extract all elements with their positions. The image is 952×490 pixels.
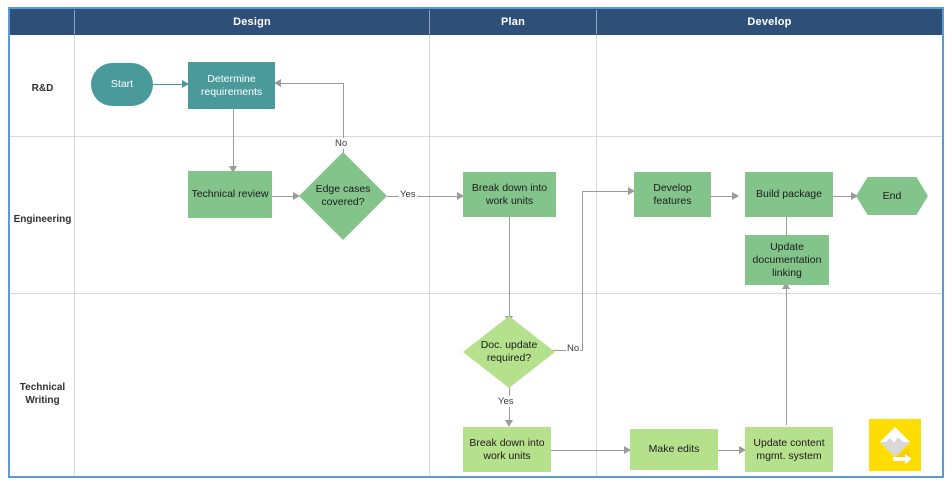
node-start[interactable]: Start (91, 63, 153, 106)
node-break-down-work-units-tw[interactable]: Break down into work units (463, 427, 551, 472)
arrowhead (504, 420, 513, 427)
connector-build-end (833, 196, 856, 198)
lane-label-rnd: R&D (31, 83, 54, 94)
column-header-develop: Develop (747, 16, 792, 28)
node-update-content-mgmt-system[interactable]: Update content mgmt. system (745, 427, 833, 472)
connector-determine-techreview (233, 109, 235, 171)
column-header-design: Design (233, 16, 271, 28)
arrowhead (628, 186, 635, 195)
column-divider (74, 35, 75, 476)
lane-label-engineering: Engineering (13, 214, 72, 225)
arrowhead (228, 166, 237, 173)
connector-docupdate-no-to-develop (582, 191, 634, 193)
node-technical-review[interactable]: Technical review (188, 171, 272, 218)
doc-label-yes: Yes (497, 396, 515, 407)
connector-breakdown-docupdate (509, 217, 511, 321)
arrowhead (781, 282, 790, 289)
connector-breakdowntw-makeedits (551, 450, 630, 452)
connector-techreview-edgecases (272, 196, 299, 198)
node-develop-features[interactable]: Develop features (634, 172, 711, 217)
lane-divider (10, 293, 942, 294)
lane-divider (10, 136, 942, 137)
column-divider (596, 35, 597, 476)
node-doc-update-required[interactable]: Doc. update required? (463, 316, 555, 388)
connector-edgecases-no-vertical (343, 83, 345, 162)
lane-label-line2: Writing (25, 395, 60, 406)
doc-label-no: No (566, 343, 581, 354)
header-separator (596, 10, 597, 34)
connector-docupdate-no-vertical (582, 191, 584, 351)
header-separator (74, 10, 75, 34)
node-update-documentation-linking[interactable]: Update documentation linking (745, 235, 829, 285)
connector-makeedits-updatecms (718, 450, 745, 452)
connector-edgecases-yes (387, 196, 463, 198)
column-divider (429, 35, 430, 476)
node-end[interactable]: End (856, 177, 928, 215)
arrowhead (182, 79, 189, 88)
arrowhead (851, 191, 858, 200)
arrowhead (274, 78, 281, 87)
node-label: Doc. update required? (480, 339, 538, 364)
arrowhead (457, 191, 464, 200)
lane-label-technical-writing: Technical Writing (10, 381, 75, 407)
node-break-down-work-units-eng[interactable]: Break down into work units (463, 172, 556, 217)
connector-edgecases-no-horizontal (279, 83, 344, 85)
node-build-package[interactable]: Build package (745, 172, 833, 217)
arrowhead (732, 191, 739, 200)
connector-start-determine (153, 84, 188, 86)
node-edge-cases-covered[interactable]: Edge cases covered? (299, 152, 387, 240)
node-make-edits[interactable]: Make edits (630, 429, 718, 470)
connector-develop-build (711, 196, 738, 198)
column-header-lane (10, 9, 74, 35)
edge-label-no: No (334, 138, 349, 149)
lane-label-line1: Technical (19, 382, 66, 393)
header-separator (429, 10, 430, 34)
column-header-plan: Plan (500, 16, 526, 28)
arrowhead (293, 191, 300, 200)
arrowhead (624, 445, 631, 454)
connector-updatedoc-build (786, 213, 788, 235)
connector-updatecms-updatedoc (786, 285, 788, 425)
node-determine-requirements[interactable]: Determine requirements (188, 62, 275, 109)
swimlane-header-band: Design Plan Develop (10, 9, 942, 35)
arrowhead (739, 445, 746, 454)
edge-label-yes: Yes (399, 189, 417, 200)
node-label: Edge cases covered? (315, 183, 371, 208)
lucidchart-logo[interactable] (869, 419, 921, 471)
